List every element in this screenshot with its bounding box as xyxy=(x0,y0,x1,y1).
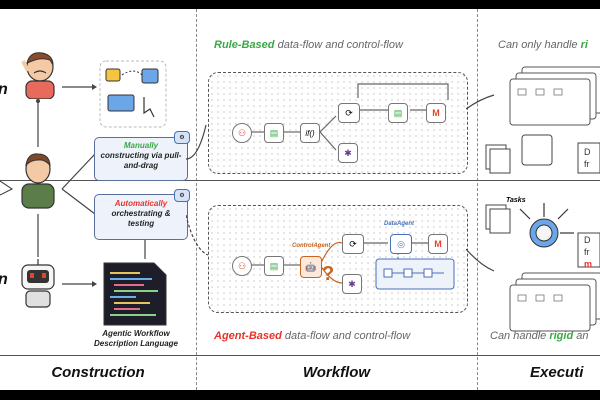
loop-icon: ⟳ xyxy=(338,103,360,123)
human-avatar xyxy=(21,153,55,209)
divider-construction-workflow xyxy=(196,9,197,390)
rule-based-flow-edges xyxy=(250,83,449,151)
bubble1-line2: fr xyxy=(584,159,590,169)
workflow-to-execution-arrows xyxy=(466,94,495,272)
frustrated-human-avatar xyxy=(21,52,55,99)
rule-based-rest: data-flow and control-flow xyxy=(274,39,403,51)
rule-based-header: Rule-Based data-flow and control-flow xyxy=(214,39,403,51)
execution-bottom-prefix: Can handle xyxy=(490,330,550,342)
execution-bottom-suffix: an xyxy=(573,330,589,342)
slack-icon: ✱ xyxy=(338,143,358,163)
tasks-label: Tasks xyxy=(506,197,526,204)
auto-word: Automatically xyxy=(114,199,168,208)
webhook-icon: ⚇ xyxy=(232,123,252,143)
manual-construction-card: Manually constructing via pull-and-drag xyxy=(94,137,188,181)
loop-icon-agent: ⟳ xyxy=(342,234,364,254)
execution-top-header: Can only handle ri xyxy=(498,39,588,51)
gmail-icon: M xyxy=(426,103,446,123)
if-node-icon: if() xyxy=(300,123,320,143)
figure: Construction n n xyxy=(0,9,600,390)
construction-to-workflow-arrows xyxy=(186,124,209,256)
agent-based-rest: data-flow and control-flow xyxy=(281,330,411,342)
agent-based-flow-edges xyxy=(250,241,455,290)
control-agent-label: ControlAgent xyxy=(292,243,331,249)
execution-top-word: ri xyxy=(580,39,588,51)
sheets-icon-agent: ▤ xyxy=(264,256,284,276)
code-document-illustration xyxy=(103,262,167,326)
bubble1-line1: D xyxy=(584,147,591,157)
agent-based-header: Agent-Based data-flow and control-flow xyxy=(214,330,410,342)
divider-workflow-execution xyxy=(477,9,478,390)
left-edge-char-bottom: n xyxy=(0,271,8,289)
automatic-construction-card: Automatically orchestrating & testing xyxy=(94,194,188,240)
execution-bottom-word: rigid xyxy=(549,330,574,342)
webhook-icon-agent: ⚇ xyxy=(232,256,252,276)
agent-based-word: Agent-Based xyxy=(214,330,282,342)
execution-top-prefix: Can only handle xyxy=(498,39,581,51)
workflow-language-label: Agentic Workflow Description Language xyxy=(93,329,178,348)
bottom-divider xyxy=(0,355,600,356)
execution-bottom-header: Can handle rigid an xyxy=(490,330,588,342)
question-mark: ? xyxy=(322,263,335,285)
pull-and-drag-illustration xyxy=(99,60,167,128)
section-title-execution: Executi xyxy=(530,364,584,381)
data-agent-icon: ◎ xyxy=(390,234,412,254)
bubble2-line1: D xyxy=(584,235,591,245)
window-icon: ⚙ xyxy=(174,131,190,144)
data-agent-label: DataAgent xyxy=(384,221,415,227)
section-title-workflow: Workflow xyxy=(302,364,371,381)
manual-description: constructing via pull-and-drag xyxy=(100,151,182,170)
window-icon-2: ⚙ xyxy=(174,189,190,202)
control-agent-icon: 🤖 xyxy=(300,256,322,278)
auto-description: orchestrating & testing xyxy=(111,209,171,228)
section-title-construction: Construction xyxy=(51,364,145,381)
if-label: if() xyxy=(305,128,315,138)
gmail-icon-agent: M xyxy=(428,234,448,254)
execution-illustration xyxy=(485,66,600,332)
rule-based-word: Rule-Based xyxy=(214,39,275,51)
slack-icon-agent: ✱ xyxy=(342,274,362,294)
bubble2-line2: fr xyxy=(584,247,590,257)
sheets-icon: ▤ xyxy=(264,123,284,143)
manual-word: Manually xyxy=(123,141,159,150)
speech-bubble-partial xyxy=(0,180,13,196)
horizontal-divider xyxy=(0,180,600,181)
left-edge-char-top: n xyxy=(0,81,8,99)
bubble2-line3: m xyxy=(584,259,593,269)
sheets-icon-2: ▤ xyxy=(388,103,408,123)
robot-avatar xyxy=(21,259,55,308)
construction-connectors xyxy=(36,84,146,287)
